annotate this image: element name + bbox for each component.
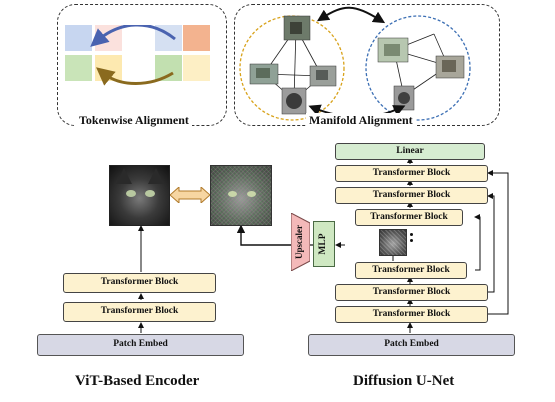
unet-transformer-block-6: Transformer Block [335, 165, 488, 182]
noisy-cat-eye-left [228, 191, 237, 197]
encoder-transformer-block-1: Transformer Block [63, 302, 216, 322]
tokenwise-caption: Tokenwise Alignment [76, 113, 192, 128]
tokenwise-grid [65, 25, 220, 87]
tokenwise-arrows [90, 25, 176, 86]
double-arrow-icon [170, 187, 210, 203]
unet-patch-embed: Patch Embed [308, 334, 515, 356]
unet-transformer-block-4: Transformer Block [355, 209, 463, 226]
token-cell-yellow-right [183, 55, 210, 81]
mlp-label: MLP [318, 233, 328, 255]
unet-transformer-block-2: Transformer Block [335, 284, 488, 301]
unet-title: Diffusion U-Net [353, 373, 455, 389]
noisy-cat-eye-right [247, 191, 256, 197]
ellipsis-dots [410, 233, 414, 253]
cat-eye-left [126, 190, 136, 197]
cat-eye-right [145, 190, 155, 197]
top-double-arrow [316, 6, 386, 24]
token-cell-orange [183, 25, 210, 51]
manifold-caption: Manifold Alignment [306, 113, 416, 128]
token-cell-green [65, 55, 92, 81]
small-noisy-cat-icon [379, 229, 407, 256]
encoder-transformer-block-2: Transformer Block [63, 273, 216, 293]
manifold-diagram [239, 6, 471, 121]
cat-ear-left [116, 168, 132, 184]
gold-manifold-circle [239, 15, 345, 121]
upscaler-label: Upscaler [294, 225, 304, 259]
cat-ear-right [148, 168, 164, 184]
unet-transformer-block-3: Transformer Block [355, 262, 467, 279]
unet-linear: Linear [335, 143, 485, 160]
blue-curve-arrow [90, 25, 176, 47]
encoder-title: ViT-Based Encoder [75, 373, 200, 389]
upscaler-shape [291, 213, 310, 271]
clean-cat-image [109, 165, 170, 226]
token-cell-blue [65, 25, 92, 51]
noisy-cat-image [210, 165, 272, 226]
brown-curve-arrow [96, 67, 174, 86]
encoder-patch-embed: Patch Embed [37, 334, 244, 356]
unet-transformer-block-5: Transformer Block [335, 187, 488, 204]
blue-manifold-circle [365, 15, 471, 121]
mlp-box [313, 221, 335, 267]
unet-transformer-block-1: Transformer Block [335, 306, 488, 323]
